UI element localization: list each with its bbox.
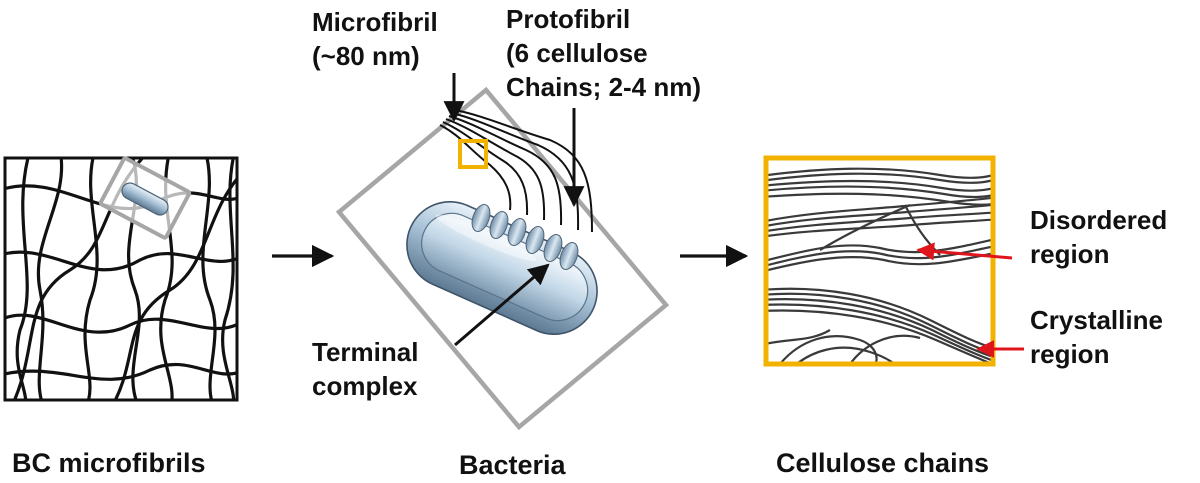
crystalline-label-line1: Crystalline: [1030, 305, 1163, 335]
terminal-complex-label-line2: complex: [312, 371, 418, 401]
microfibril-label-line2: (~80 nm): [312, 41, 420, 71]
disordered-pointer: [916, 242, 1013, 261]
left-frame: [3, 156, 239, 402]
terminal-complex-label: Terminal complex: [312, 335, 418, 403]
disordered-label-line1: Disordered: [1030, 205, 1168, 235]
disordered-region-label: Disordered region: [1030, 203, 1167, 271]
disordered-label-line2: region: [1030, 239, 1110, 269]
protofibril-label-line2: (6 cellulose: [506, 38, 648, 68]
cellulose-chains-caption: Cellulose chains: [776, 448, 990, 478]
protofibril-zoom-box: [458, 139, 488, 169]
crystalline-region-label: Crystalline region: [1030, 303, 1163, 371]
bacteria-caption: Bacteria: [459, 450, 566, 480]
chains-frame: [763, 155, 996, 367]
protofibril-label-line1: Protofibril: [506, 4, 631, 34]
protofibril-strands: [439, 109, 593, 233]
cellulose-chains-panel: [763, 155, 1024, 367]
terminal-complexes: [471, 204, 579, 270]
microfibril-label-line1: Microfibril: [312, 7, 438, 37]
microfibril-label: Microfibril (~80 nm): [312, 5, 438, 73]
protofibril-label-line3: Chains; 2-4 nm): [506, 72, 702, 102]
bc-microfibril-network: [3, 156, 239, 402]
bacteria-panel: [335, 73, 670, 431]
left-zoom-box: [98, 156, 192, 240]
terminal-complex-pointer: [454, 263, 550, 347]
mini-bacterium: [121, 182, 169, 216]
protofibril-label: Protofibril (6 cellulose Chains; 2-4 nm): [506, 2, 701, 104]
terminal-complex-label-line1: Terminal: [312, 337, 419, 367]
crystalline-label-line2: region: [1030, 339, 1110, 369]
bacteria-zoom-frame: [335, 86, 670, 431]
bc-microfibrils-caption: BC microfibrils: [12, 448, 206, 478]
